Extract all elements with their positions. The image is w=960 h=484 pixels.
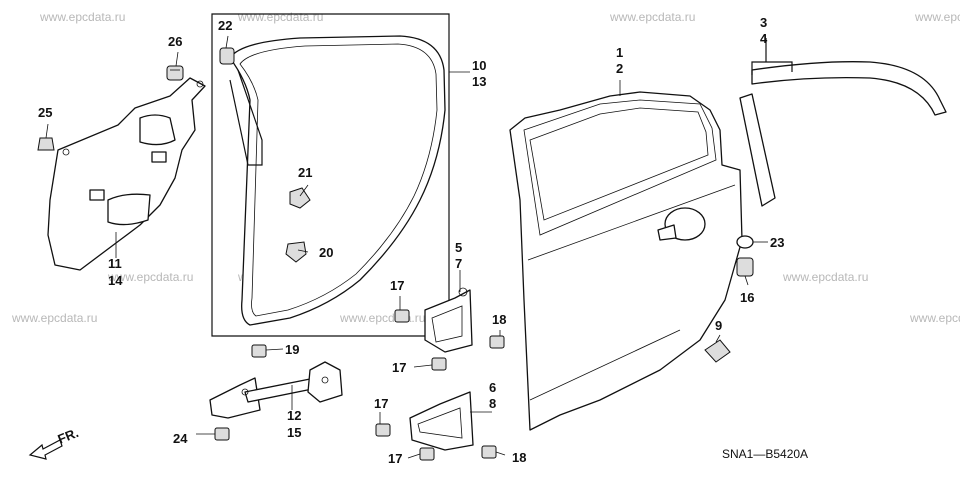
door-panel-part <box>509 91 743 431</box>
callout-17: 17 <box>390 278 404 293</box>
leader-lines <box>45 35 768 459</box>
callout-25: 25 <box>38 105 52 120</box>
direction-label: FR. <box>56 425 81 447</box>
watermark: www.epcdata.ru <box>609 10 695 24</box>
callout-2: 2 <box>616 61 623 76</box>
callout-17: 17 <box>374 396 388 411</box>
callout-4: 4 <box>760 31 768 46</box>
diagram-code: SNA1—B5420A <box>722 447 808 461</box>
callout-13: 13 <box>472 74 486 89</box>
front-direction-arrow: FR. <box>28 425 81 460</box>
nut-part-26 <box>166 65 184 81</box>
callout-7: 7 <box>455 256 462 271</box>
watermark: www.epcdata.ru <box>107 270 193 284</box>
callout-22: 22 <box>218 18 232 33</box>
callout-18: 18 <box>512 450 526 465</box>
watermark: www.epcdata.ru <box>782 270 868 284</box>
callout-21: 21 <box>298 165 312 180</box>
upper-hinge-part <box>424 287 473 353</box>
watermark: www.epcdata.ru <box>909 311 960 325</box>
weatherstrip-group <box>211 13 450 337</box>
callout-1: 1 <box>616 45 623 60</box>
arrow-icon <box>28 439 63 460</box>
callout-17: 17 <box>388 451 402 466</box>
callout-5: 5 <box>455 240 462 255</box>
callout-6: 6 <box>489 380 496 395</box>
door-checker-part <box>209 361 343 419</box>
callout-12: 12 <box>287 408 301 423</box>
sash-molding-part <box>739 38 947 207</box>
lower-hinge-part <box>409 391 474 451</box>
ring-part-23 <box>736 235 754 249</box>
callout-10: 10 <box>472 58 486 73</box>
callout-23: 23 <box>770 235 784 250</box>
bolts-layer <box>214 309 505 461</box>
watermark: www.epcdata.ru <box>11 311 97 325</box>
callout-11: 11 <box>108 256 122 271</box>
watermark: www.epcdata.ru <box>914 10 960 24</box>
watermark: www.epcdata.ru <box>237 10 323 24</box>
watermark: www.epcdata.ru <box>339 311 425 325</box>
plug-part-16 <box>736 257 754 277</box>
callout-8: 8 <box>489 396 496 411</box>
callout-24: 24 <box>173 431 188 446</box>
watermark: www.epcdata.ru <box>39 10 125 24</box>
callout-19: 19 <box>285 342 299 357</box>
callout-14: 14 <box>108 273 123 288</box>
callout-20: 20 <box>319 245 333 260</box>
callout-15: 15 <box>287 425 301 440</box>
callout-18: 18 <box>492 312 506 327</box>
callouts: 1 2 3 4 5 6 7 8 9 10 11 12 13 14 15 16 1… <box>38 15 784 466</box>
clip-part-25 <box>37 137 55 151</box>
callout-9: 9 <box>715 318 722 333</box>
callout-3: 3 <box>760 15 767 30</box>
callout-17: 17 <box>392 360 406 375</box>
plug-part-9 <box>704 339 731 363</box>
callout-26: 26 <box>168 34 182 49</box>
door-lining-part <box>47 77 206 271</box>
callout-16: 16 <box>740 290 754 305</box>
